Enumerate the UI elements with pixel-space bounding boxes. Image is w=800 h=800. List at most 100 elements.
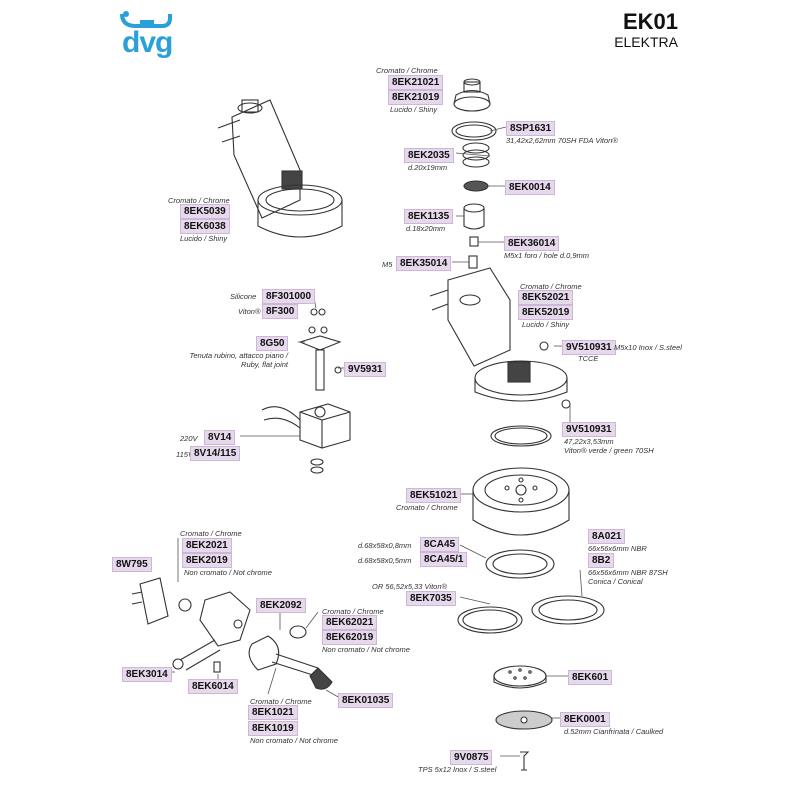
note-non-cromato-lever: Non cromato / Not chrome [184, 568, 272, 577]
part-8EK62019[interactable]: 8EK62019 [322, 630, 378, 645]
part-8B2[interactable]: 8B2 [588, 553, 615, 568]
note-cromato-cap: Cromato / Chrome [376, 66, 438, 75]
part-8EK21021[interactable]: 8EK21021 [388, 75, 444, 90]
shower-screen-drawing [495, 710, 553, 730]
part-8EK1019[interactable]: 8EK1019 [248, 721, 298, 736]
part-8V14-115[interactable]: 8V14/115 [190, 446, 241, 461]
bushing-drawing [463, 203, 485, 230]
part-8F300[interactable]: 8F300 [262, 304, 299, 319]
valve-drawing [298, 335, 342, 391]
part-8EK1135[interactable]: 8EK1135 [404, 209, 454, 224]
note-non-cromato-62019: Non cromato / Not chrome [322, 645, 410, 654]
coil-drawing [261, 403, 351, 474]
note-8A021: 66x56x6mm NBR [588, 544, 647, 553]
note-8EK7035: OR 56,52x5,33 Viton® [372, 582, 448, 591]
part-8EK51021[interactable]: 8EK51021 [406, 488, 462, 503]
part-8EK5039[interactable]: 8EK5039 [180, 204, 230, 219]
jet-drawing [469, 236, 479, 247]
part-8SP1631[interactable]: 8SP1631 [506, 121, 556, 136]
ring-8A021-drawing [531, 595, 605, 625]
part-8EK6038[interactable]: 8EK6038 [180, 219, 230, 234]
part-8EK52019[interactable]: 8EK52019 [518, 305, 574, 320]
model-name: ELEKTRA [614, 34, 678, 50]
part-8CA45[interactable]: 8CA45 [420, 537, 460, 552]
brand-logo-text: dvg [122, 26, 173, 59]
part-8EK601[interactable]: 8EK601 [568, 670, 613, 685]
group-body-right-drawing [429, 267, 568, 402]
note-220v: 220V [180, 434, 198, 443]
part-8EK52021[interactable]: 8EK52021 [518, 290, 574, 305]
part-8W795[interactable]: 8W795 [112, 557, 152, 572]
part-9V0875[interactable]: 9V0875 [450, 750, 493, 765]
note-lucido-left: Lucido / Shiny [180, 234, 228, 243]
note-8EK0001: d.52mm Cianfrinata / Caulked [564, 727, 664, 736]
part-8A021[interactable]: 8A021 [588, 529, 626, 544]
note-8CA45: d.68x58x0,8mm [358, 541, 412, 550]
part-8EK3014[interactable]: 8EK3014 [122, 667, 172, 682]
note-m5: M5 [382, 260, 393, 269]
part-8CA45-1[interactable]: 8CA45/1 [420, 552, 468, 567]
note-8CA45-1: d.68x58x0,5mm [358, 556, 412, 565]
note-cromato-51021: Cromato / Chrome [396, 503, 458, 512]
shower-holder-drawing [472, 467, 570, 536]
part-8EK21019[interactable]: 8EK21019 [388, 90, 444, 105]
part-8EK62021[interactable]: 8EK62021 [322, 615, 378, 630]
part-8EK2092[interactable]: 8EK2092 [256, 598, 306, 613]
screw-9V0875-drawing [520, 751, 530, 771]
cap-drawing [453, 78, 491, 112]
note-9V510931-material: Viton® verde / green 70SH [564, 446, 654, 455]
part-8EK1021[interactable]: 8EK1021 [248, 705, 298, 720]
dvg-logo-icon [120, 11, 172, 28]
note-lucido-cap: Lucido / Shiny [390, 105, 438, 114]
note-silicone: Silicone [230, 292, 257, 301]
gasket-drawing [490, 425, 552, 447]
part-9V5931[interactable]: 9V5931 [344, 362, 387, 377]
ring-8EK7035-drawing [457, 606, 523, 634]
note-cromato-right: Cromato / Chrome [520, 282, 582, 291]
note-9V0875: TPS 5x12 Inox / S.steel [418, 765, 497, 774]
part-8G50[interactable]: 8G50 [256, 336, 289, 351]
screw-m5-drawing [468, 255, 478, 269]
note-cromato-1021: Cromato / Chrome [250, 697, 312, 706]
part-8V14[interactable]: 8V14 [204, 430, 236, 445]
part-8EK2019[interactable]: 8EK2019 [182, 553, 232, 568]
note-9V510931-screw: M5x10 Inox / S.steel [614, 343, 682, 352]
oring-drawing [451, 121, 497, 141]
note-lucido-right: Lucido / Shiny [522, 320, 570, 329]
part-8EK2035[interactable]: 8EK2035 [404, 148, 454, 163]
part-8EK0001[interactable]: 8EK0001 [560, 712, 610, 727]
ring-8CA45-drawing [485, 549, 555, 579]
disc-drawing [463, 180, 489, 192]
part-8EK01035[interactable]: 8EK01035 [338, 693, 394, 708]
spring-drawing [462, 142, 490, 168]
note-non-cromato-1019: Non cromato / Not chrome [250, 736, 338, 745]
part-8EK7035[interactable]: 8EK7035 [406, 591, 456, 606]
part-9V510931-screw[interactable]: 9V510931 [562, 340, 616, 355]
note-tcce: TCCE [578, 354, 599, 363]
note-cromato-lever: Cromato / Chrome [180, 529, 242, 538]
note-viton: Viton® [238, 307, 261, 316]
part-8EK2021[interactable]: 8EK2021 [182, 538, 232, 553]
note-8G50-line2: Ruby, flat joint [241, 360, 288, 369]
shower-plate-drawing [493, 665, 547, 689]
group-head-left-drawing [217, 99, 343, 238]
part-8EK0014[interactable]: 8EK0014 [505, 180, 555, 195]
note-8SP1631: 31,42x2,62mm 70SH FDA Viton® [506, 136, 618, 145]
part-8F301000[interactable]: 8F301000 [262, 289, 316, 304]
note-9V510931-size: 47,22x3,53mm [564, 437, 614, 446]
note-8EK1135: d.18x20mm [406, 224, 446, 233]
part-8EK35014[interactable]: 8EK35014 [396, 256, 452, 271]
note-8EK36014: M5x1 foro / hole d.0,9mm [504, 251, 590, 260]
part-8EK6014[interactable]: 8EK6014 [188, 679, 238, 694]
part-8EK36014[interactable]: 8EK36014 [504, 236, 560, 251]
screw-drawing [561, 399, 571, 409]
note-cromato-62021: Cromato / Chrome [322, 607, 384, 616]
note-8EK2035: d.20x19mm [408, 163, 448, 172]
note-8B2-size: 66x56x6mm NBR 87SH [588, 568, 668, 577]
note-115v: 115V [176, 450, 193, 459]
part-9V510931-gasket[interactable]: 9V510931 [562, 422, 616, 437]
model-code: EK01 [622, 9, 678, 34]
note-8G50-line1: Tenuta rubino, attacco piano / [189, 351, 288, 360]
